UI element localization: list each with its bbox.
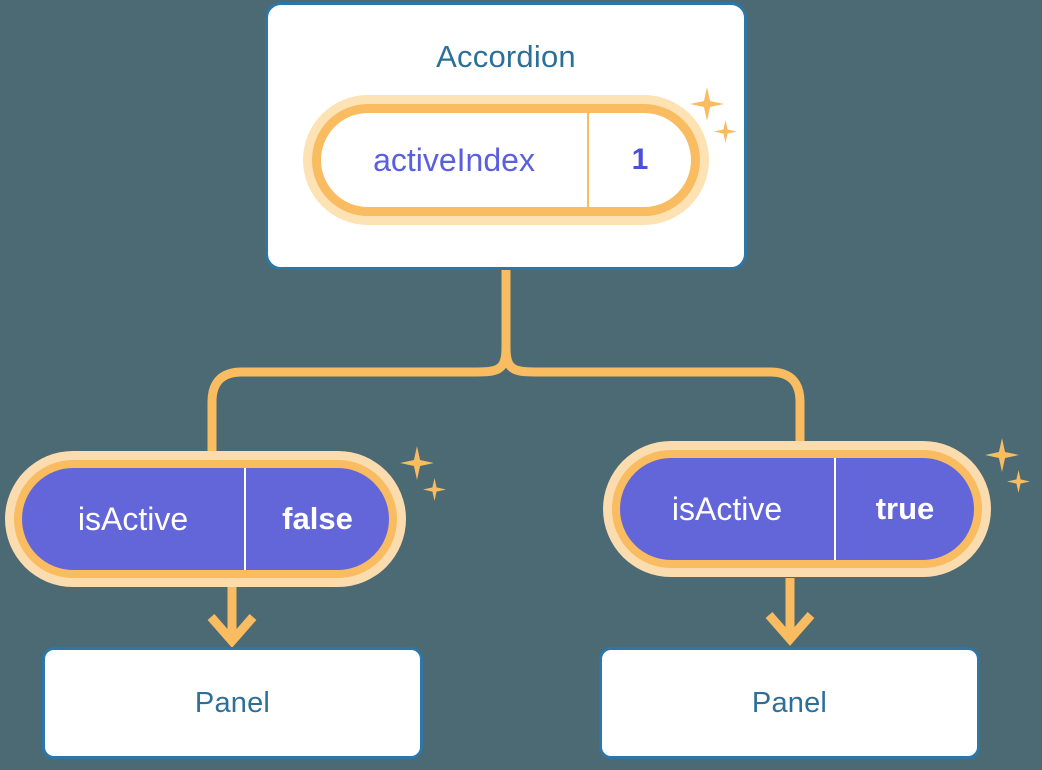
sparkle-icon bbox=[985, 438, 1019, 472]
connector-branch-left bbox=[207, 343, 511, 465]
panel-title: Panel bbox=[194, 686, 271, 719]
panel-component-card-left[interactable]: Panel bbox=[42, 647, 423, 759]
state-pill-is-active-false[interactable]: isActive false bbox=[14, 460, 397, 578]
sparkle-icon bbox=[423, 478, 446, 501]
sparkle-icon bbox=[400, 446, 434, 480]
state-key-label: isActive bbox=[22, 468, 246, 570]
state-value-label: 1 bbox=[631, 143, 649, 176]
state-value-label: false bbox=[282, 501, 353, 536]
sparkle-glyph bbox=[985, 438, 1019, 472]
state-pill-is-active-true[interactable]: isActive true bbox=[612, 450, 982, 568]
panel-component-card-right[interactable]: Panel bbox=[599, 647, 980, 759]
accordion-title: Accordion bbox=[436, 39, 576, 74]
sparkle-glyph bbox=[1007, 470, 1030, 493]
arrow-down-icon-right bbox=[765, 578, 815, 646]
sparkle-icon bbox=[1007, 470, 1030, 493]
panel-title: Panel bbox=[751, 686, 828, 719]
state-value-label: true bbox=[875, 491, 935, 526]
state-pill-active-index[interactable]: activeIndex 1 bbox=[312, 104, 700, 216]
sparkle-glyph bbox=[400, 446, 434, 480]
state-key-label: activeIndex bbox=[321, 113, 589, 207]
sparkle-glyph bbox=[423, 478, 446, 501]
arrow-down-icon-left bbox=[207, 580, 257, 648]
connector-branch-right bbox=[501, 343, 805, 457]
state-key-label: isActive bbox=[620, 458, 836, 560]
